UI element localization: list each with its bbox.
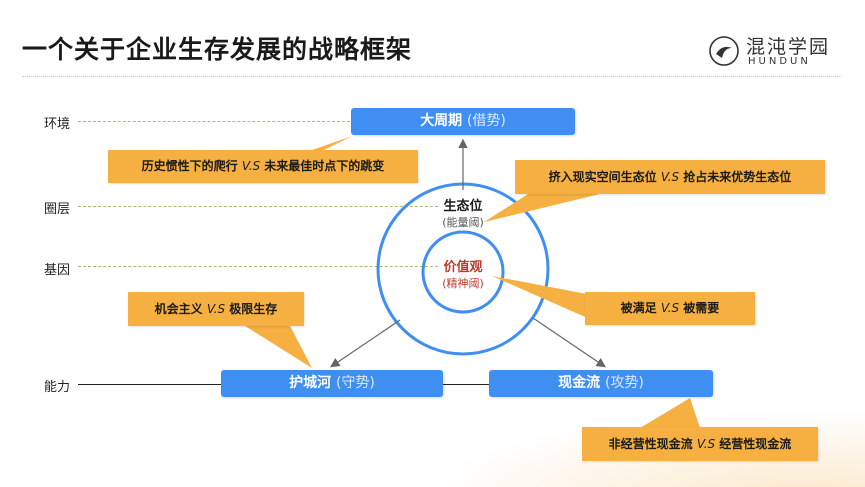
inner-circle-sub: (精神阈) <box>442 277 484 290</box>
callout-pointer-cashflow <box>640 398 700 428</box>
arrow-left <box>330 319 401 368</box>
logo-text-en: HUNDUN <box>748 56 811 67</box>
callout-opportunism-vs: V.S <box>206 302 226 316</box>
callout-pointer-squeeze <box>484 194 600 222</box>
page-title: 一个关于企业生存发展的战略框架 <box>22 35 413 64</box>
callout-history-a: 历史惯性下的爬行 <box>141 159 242 173</box>
cashflow-box: 现金流 (攻势) <box>489 370 713 397</box>
callout-history: 历史惯性下的爬行 V.S 未来最佳时点下的跳变 <box>108 150 418 183</box>
callout-squeeze: 挤入现实空间生态位 V.S 抢占未来优势生态位 <box>515 160 825 194</box>
cashflow-box-label: 现金流 <box>558 375 601 391</box>
moat-box-label: 护城河 <box>289 375 332 391</box>
callout-cashflow: 非经营性现金流 V.S 经营性现金流 <box>582 427 818 461</box>
inner-circle-label: 价值观 <box>443 260 483 275</box>
moat-box-sub: (守势) <box>335 375 375 391</box>
cycle-box-sub: (借势) <box>466 113 506 129</box>
callout-squeeze-b: 抢占未来优势生态位 <box>679 170 792 184</box>
inner-circle <box>421 230 505 314</box>
logo-text-cn: 混沌学园 <box>746 36 831 58</box>
row-label-env: 环境 <box>44 117 71 132</box>
title-divider <box>22 76 842 77</box>
callout-squeeze-a: 挤入现实空间生态位 <box>548 170 661 184</box>
callout-cashflow-b: 经营性现金流 <box>715 437 792 451</box>
moat-box: 护城河 (守势) <box>221 370 443 397</box>
guide-line-circle <box>78 206 438 207</box>
callout-satisfied-vs: V.S <box>660 301 680 315</box>
outer-circle-label: 生态位 <box>443 199 483 214</box>
row-label-circle: 圈层 <box>44 202 71 217</box>
arrow-right <box>532 317 606 368</box>
callout-pointer-opportunism <box>245 326 312 368</box>
callout-opportunism-a: 机会主义 <box>154 302 207 316</box>
callout-history-b: 未来最佳时点下的跳变 <box>260 159 385 173</box>
guide-line-env <box>78 121 350 122</box>
callout-cashflow-a: 非经营性现金流 <box>608 437 697 451</box>
callout-satisfied-b: 被需要 <box>679 301 720 315</box>
hundun-logo: 混沌学园 HUNDUN <box>706 32 856 72</box>
outer-circle-sub: (能量阈) <box>442 216 484 229</box>
callout-pointer-satisfied <box>492 276 592 320</box>
callout-history-vs: V.S <box>241 159 261 173</box>
callout-opportunism: 机会主义 V.S 极限生存 <box>128 292 304 326</box>
cycle-box: 大周期 (借势) <box>351 108 575 135</box>
callout-cashflow-vs: V.S <box>696 437 716 451</box>
callout-squeeze-vs: V.S <box>660 170 680 184</box>
row-label-ability: 能力 <box>44 380 71 395</box>
row-label-gene: 基因 <box>44 263 71 278</box>
hundun-logo-icon <box>709 36 739 66</box>
callout-opportunism-b: 极限生存 <box>225 302 278 316</box>
guide-line-gene <box>78 266 438 267</box>
callout-satisfied: 被满足 V.S 被需要 <box>585 292 755 325</box>
cycle-box-label: 大周期 <box>420 113 463 129</box>
cashflow-box-sub: (攻势) <box>604 375 644 391</box>
callout-satisfied-a: 被满足 <box>620 301 661 315</box>
